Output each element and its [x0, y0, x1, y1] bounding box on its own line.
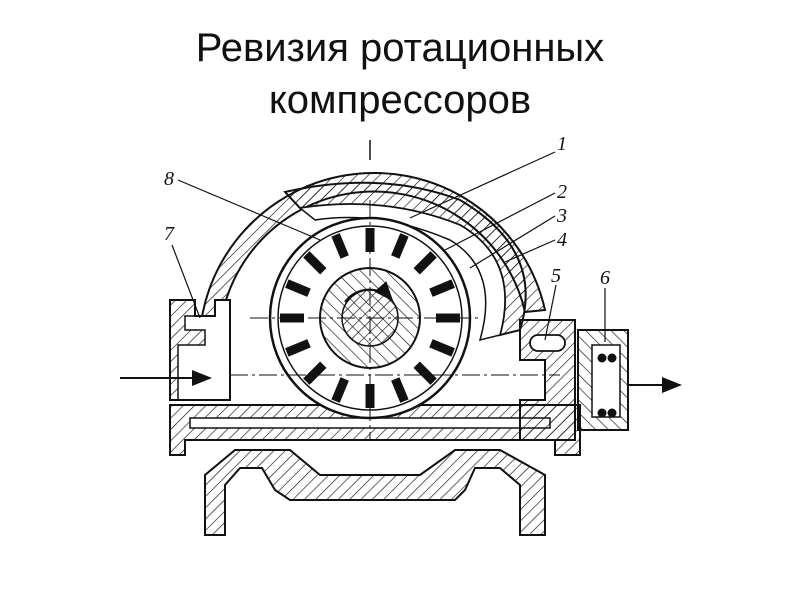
- shaft-seal: [577, 329, 629, 431]
- vane-slot: [404, 352, 419, 367]
- label-3: 3: [556, 205, 567, 227]
- rotor-vane: [303, 251, 327, 275]
- vane-slot: [386, 256, 399, 272]
- label-8: 8: [164, 168, 174, 190]
- rotor-vane: [331, 377, 349, 403]
- title-line-1: Ревизия ротационных: [195, 26, 605, 70]
- label-1: 1: [557, 133, 567, 155]
- vane-slot: [416, 289, 432, 302]
- vane-slot: [341, 364, 354, 380]
- label-6: 6: [600, 267, 610, 289]
- vane-slot: [308, 334, 324, 347]
- slide-title: Ревизия ротационных компрессоров: [0, 22, 800, 126]
- label-5: 5: [551, 265, 561, 287]
- rotor-vane: [391, 377, 409, 403]
- label-7: 7: [164, 223, 175, 245]
- rotor-vane: [391, 233, 409, 259]
- rotor-vane: [413, 251, 437, 275]
- rotor-vane: [429, 339, 455, 357]
- flow-arrows: [120, 370, 682, 393]
- vane-slot: [321, 269, 336, 284]
- vane-slot: [416, 334, 432, 347]
- vane-slot: [386, 364, 399, 380]
- rotor-vane: [331, 233, 349, 259]
- inlet-pipe: [169, 299, 231, 401]
- vane-slot: [321, 352, 336, 367]
- label-4: 4: [557, 229, 567, 251]
- compressor-base: [204, 449, 546, 536]
- rotor-vane: [413, 361, 437, 385]
- vane-slot: [308, 289, 324, 302]
- vane-slot: [404, 269, 419, 284]
- rotor-vane: [285, 279, 311, 297]
- vane-slot: [341, 256, 354, 272]
- rotor-vane: [303, 361, 327, 385]
- label-2: 2: [557, 181, 567, 203]
- center-lines: [230, 200, 560, 440]
- rotor-vane: [285, 339, 311, 357]
- compressor-casing: [198, 140, 547, 366]
- bearing-housing: [519, 319, 576, 441]
- title-line-2: компрессоров: [268, 78, 532, 122]
- leader-lines: [171, 151, 606, 342]
- rotor-vane: [429, 279, 455, 297]
